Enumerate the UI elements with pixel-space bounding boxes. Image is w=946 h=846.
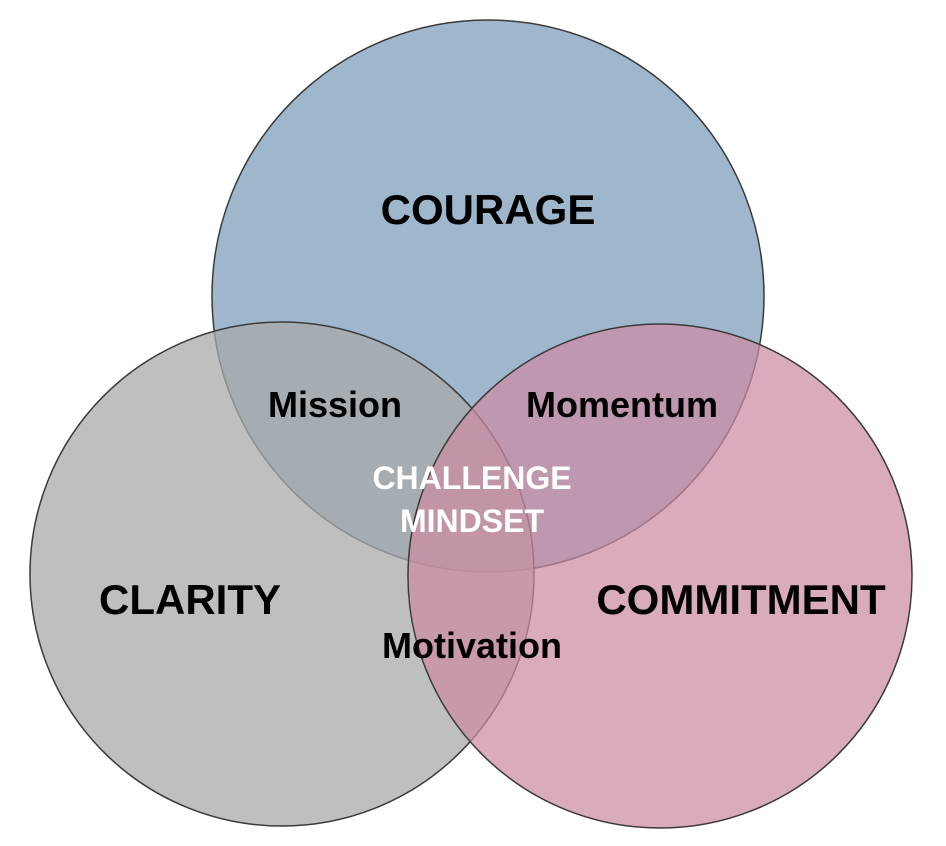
momentum-label: Momentum [526, 384, 718, 425]
commitment-circle [407, 323, 913, 829]
commitment-label: COMMITMENT [596, 576, 886, 623]
center-label-line1: CHALLENGE [372, 460, 571, 496]
courage-label: COURAGE [381, 186, 596, 233]
center-label-line2: MINDSET [400, 503, 544, 539]
motivation-label: Motivation [382, 625, 562, 666]
mission-label: Mission [268, 384, 402, 425]
clarity-label: CLARITY [99, 576, 281, 623]
